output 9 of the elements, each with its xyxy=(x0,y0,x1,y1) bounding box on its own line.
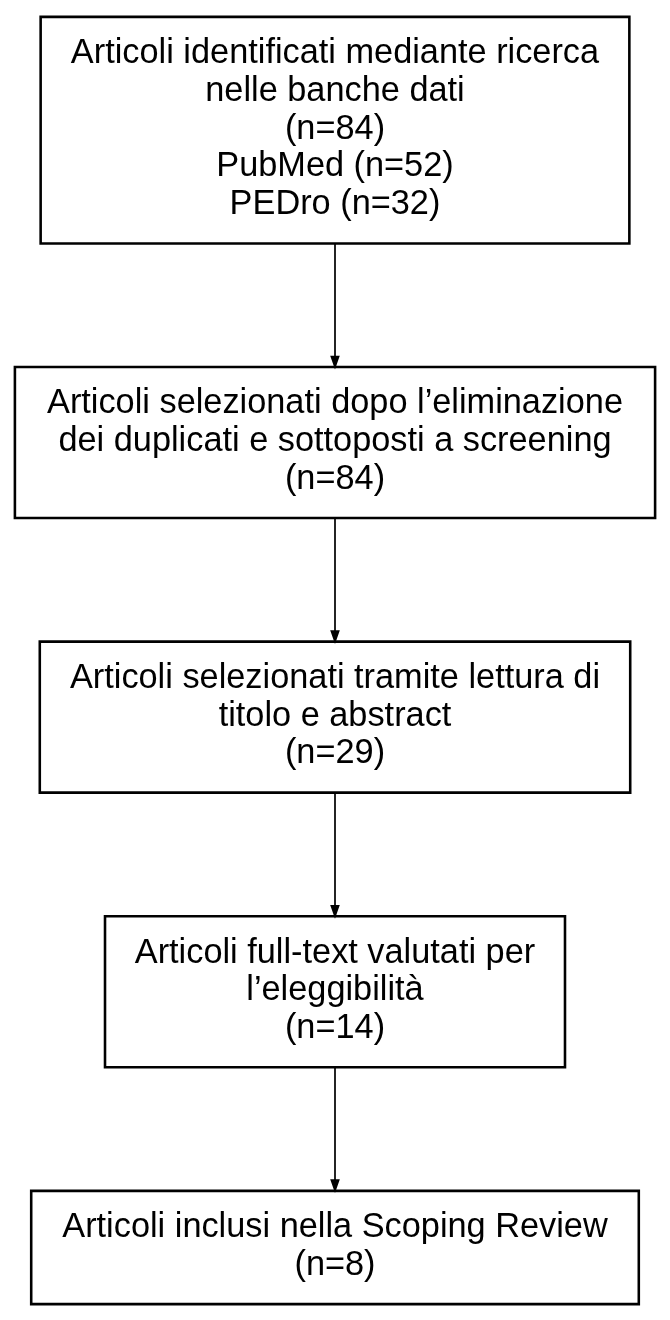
arrow xyxy=(330,791,340,919)
node-box: Articoli selezionati tramite lettura di titolo e abstract (n=29) xyxy=(38,639,632,794)
node-box: Articoli inclusi nella Scoping Review (n=8) xyxy=(29,1189,641,1305)
node-box: Articoli full-text valutati per l’eleggibilità (n=14) xyxy=(103,914,567,1069)
node-box: Articoli selezionati dopo l’eliminazione dei duplicati e sottoposti a screening (n=84) xyxy=(13,365,657,519)
arrow xyxy=(330,516,340,644)
node-box: Articoli identificati mediante ricerca nelle banche dati (n=84) PubMed (n=52) PEDro (n=32) xyxy=(39,15,631,245)
arrow xyxy=(330,242,340,369)
arrow xyxy=(330,1066,340,1193)
